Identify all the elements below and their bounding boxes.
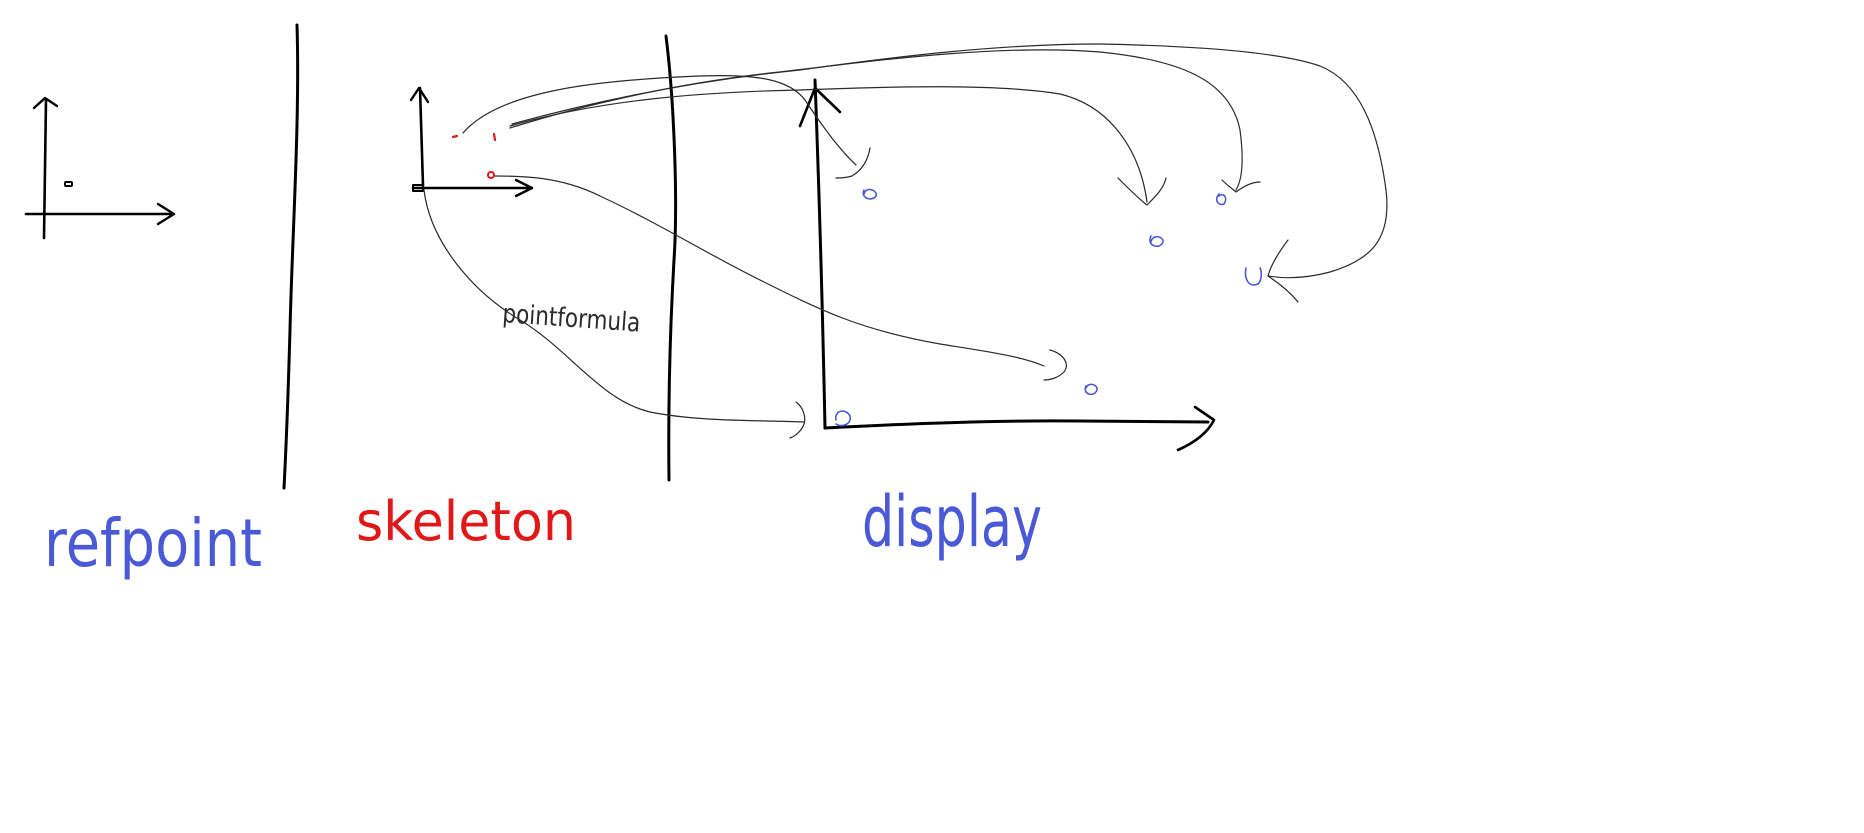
- display-axes: [798, 78, 1216, 452]
- display-point: [1216, 193, 1227, 206]
- display-label: display: [862, 481, 1042, 563]
- skeleton-axes: [409, 86, 534, 198]
- mapping-arrow: [509, 86, 1148, 203]
- skeleton-panel: [409, 86, 534, 198]
- display-point: [1084, 383, 1098, 396]
- mapping-arrow: [494, 175, 1045, 367]
- mapping-arrow: [462, 75, 857, 166]
- refpoint-panel: [24, 96, 176, 240]
- display-panel: [798, 78, 1263, 452]
- display-point: [835, 410, 852, 427]
- reference-point: [64, 181, 73, 187]
- skeleton-points: [451, 132, 497, 179]
- panel-divider-left: [282, 23, 300, 490]
- skeleton-point: [451, 134, 459, 139]
- skeleton-point: [492, 132, 497, 142]
- mapping-arrow: [509, 49, 1243, 191]
- mapping-arrow: [423, 189, 805, 423]
- refpoint-axes: [24, 96, 176, 240]
- mapping-arrows: [423, 43, 1388, 439]
- refpoint-label: refpoint: [44, 505, 262, 582]
- pointformula-annotation: pointformula: [502, 299, 642, 339]
- display-point: [1149, 235, 1164, 248]
- display-point: [862, 188, 877, 200]
- display-point: [1244, 267, 1263, 286]
- skeleton-point: [487, 171, 495, 179]
- panel-divider-right: [664, 34, 678, 482]
- display-points: [835, 188, 1263, 427]
- mapping-arrow: [511, 43, 1388, 279]
- skeleton-label: skeleton: [356, 490, 576, 553]
